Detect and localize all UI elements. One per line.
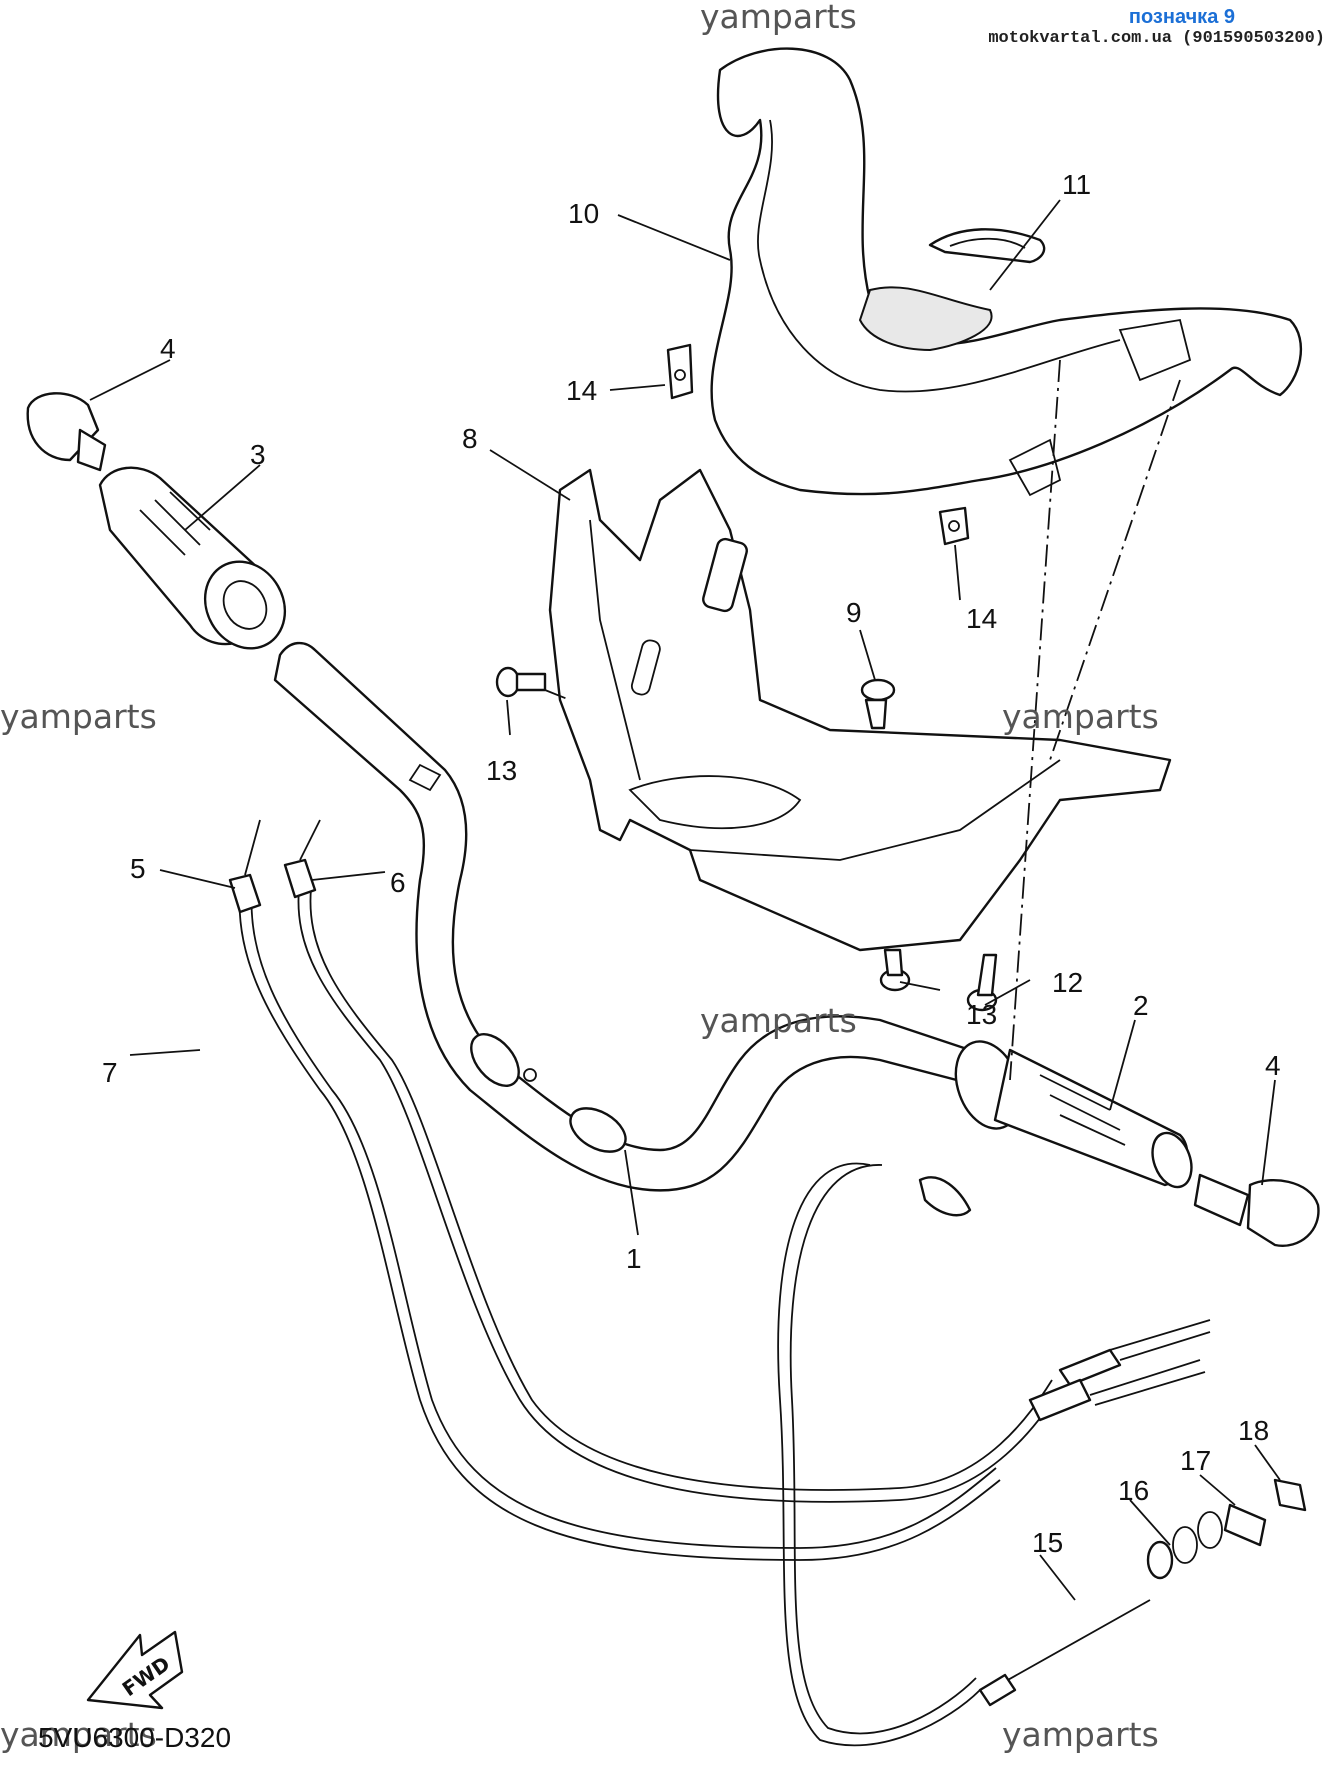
callout-4-right: 4 — [1265, 1050, 1281, 1081]
callout-2: 2 — [1133, 990, 1149, 1021]
part-12-screw — [966, 953, 998, 1012]
callout-1: 1 — [626, 1243, 642, 1274]
watermark-right: yamparts — [1002, 697, 1159, 736]
watermark-bottom-right: yamparts — [1002, 1715, 1159, 1754]
callout-5: 5 — [130, 853, 146, 884]
callout-labels: 1 2 3 4 4 5 6 7 8 9 10 11 12 13 13 14 14… — [102, 169, 1281, 1558]
watermark-top: yamparts — [700, 0, 857, 36]
part-15-cable — [978, 1599, 1151, 1707]
tag-source: motokvartal.com.ua (901590503200) — [988, 29, 1325, 48]
part-18-nut — [1273, 1478, 1307, 1512]
part-4-grip-end-left — [26, 392, 107, 472]
callout-14-upper: 14 — [566, 375, 597, 406]
callout-10: 10 — [568, 198, 599, 229]
callout-11: 11 — [1062, 169, 1091, 200]
part-13-screw-left — [495, 666, 547, 698]
part-14-clip-nut-upper — [666, 343, 694, 400]
part-1-handlebar — [273, 641, 1002, 1192]
watermark-bottom-left: yamparts — [0, 1715, 157, 1754]
callout-9: 9 — [846, 597, 862, 628]
watermark-left: yamparts — [0, 697, 157, 736]
callout-12: 12 — [1052, 967, 1083, 998]
callout-4-left: 4 — [160, 333, 176, 364]
callout-15: 15 — [1032, 1527, 1063, 1558]
part-14-clip-nut-lower — [938, 506, 970, 546]
tag-title: позначка 9 — [1128, 6, 1235, 28]
cable-assemblies — [228, 819, 1211, 1747]
diagram-code: 5VU6300-D320 — [38, 1722, 231, 1753]
assembly-lines — [544, 359, 1181, 1081]
fwd-direction-arrow: FWD — [86, 1630, 184, 1710]
part-10-handlebar-cover — [710, 47, 1303, 497]
callout-6: 6 — [390, 867, 406, 898]
part-4-grip-end-right — [1193, 1173, 1320, 1247]
callout-8: 8 — [462, 423, 478, 454]
part-16-spring — [1146, 1511, 1223, 1580]
watermark-center: yamparts — [700, 1001, 857, 1040]
part-11-emblem — [928, 228, 1046, 264]
watermarks: yamparts yamparts yamparts yamparts yamp… — [0, 0, 1159, 1754]
diagram-tag: позначка 9 motokvartal.com.ua (901590503… — [988, 6, 1325, 48]
leader-lines — [89, 199, 1281, 1601]
part-17-adjuster — [1223, 1503, 1267, 1547]
callout-13-left: 13 — [486, 755, 517, 786]
callout-7: 7 — [102, 1057, 118, 1088]
part-8-lower-cover — [548, 468, 1172, 952]
part-3-throttle-grip — [98, 466, 287, 650]
callout-16: 16 — [1118, 1475, 1149, 1506]
callout-17: 17 — [1180, 1445, 1211, 1476]
callout-3: 3 — [250, 439, 266, 470]
callout-14-lower: 14 — [966, 603, 997, 634]
callout-18: 18 — [1238, 1415, 1269, 1446]
part-9-screw — [860, 678, 896, 730]
callout-13-right: 13 — [966, 999, 997, 1030]
part-2-grip-right — [954, 1040, 1193, 1189]
part-13-screw-right — [879, 948, 911, 992]
